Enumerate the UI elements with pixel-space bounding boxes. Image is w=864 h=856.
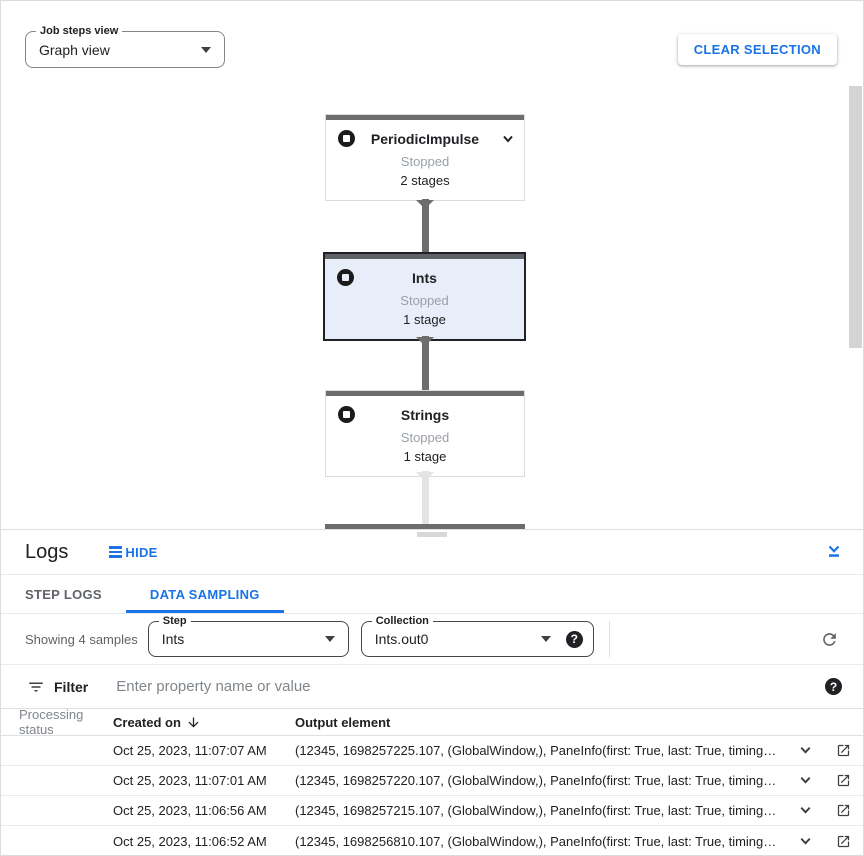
created-on-cell: Oct 25, 2023, 11:07:01 AM [113, 773, 267, 788]
node-top-bar [326, 391, 524, 396]
node-stages: 2 stages [400, 173, 450, 188]
partially-visible-node [325, 524, 525, 529]
job-steps-view-label: Job steps view [36, 24, 123, 38]
job-steps-view-value: Graph view [39, 41, 110, 58]
node-top-bar [325, 254, 524, 259]
node-status: Stopped [400, 293, 449, 308]
sort-descending-icon[interactable] [186, 715, 201, 730]
stopped-status-icon [338, 406, 355, 423]
dropdown-arrow-icon [201, 46, 211, 53]
node-title: PeriodicImpulse [370, 131, 480, 147]
job-steps-view-select[interactable]: Job steps view Graph view [25, 24, 225, 68]
refresh-icon[interactable] [818, 628, 841, 651]
col-processing-status: Processing status [19, 707, 84, 737]
col-output-element: Output element [295, 714, 391, 730]
edge-arrow-icon [416, 472, 434, 481]
node-title: Ints [412, 270, 437, 286]
logs-tabs: STEP LOGS DATA SAMPLING [1, 575, 863, 614]
graph-edge [422, 471, 429, 524]
collection-select[interactable]: Collection Ints.out0 ? [360, 614, 594, 657]
hide-logs-label: HIDE [125, 544, 158, 560]
graph-edge [422, 199, 429, 253]
node-status: Stopped [400, 430, 450, 445]
table-row[interactable]: Oct 25, 2023, 11:06:56 AM (12345, 169825… [1, 796, 863, 826]
col-created-on: Created on [113, 714, 181, 730]
tab-step-logs[interactable]: STEP LOGS [25, 586, 102, 602]
divider [608, 621, 610, 657]
output-element-cell: (12345, 1698256810.107, (GlobalWindow,),… [295, 833, 777, 849]
collection-help-icon[interactable]: ? [565, 630, 583, 648]
logs-panel-title: Logs [25, 540, 69, 563]
table-header: Processing status Created on Output elem… [1, 707, 863, 737]
open-in-new-icon[interactable] [836, 803, 851, 818]
node-stages: 1 stage [403, 312, 446, 327]
step-select-value: Ints [161, 631, 185, 647]
created-on-cell: Oct 25, 2023, 11:06:52 AM [113, 833, 267, 849]
expand-row-icon[interactable] [797, 772, 814, 789]
stopped-status-icon [337, 269, 354, 286]
table-row[interactable]: Oct 25, 2023, 11:07:01 AM (12345, 169825… [1, 766, 863, 796]
graph-edge [422, 336, 429, 390]
expand-row-icon[interactable] [797, 833, 814, 850]
sample-count-text: Showing 4 samples [25, 631, 138, 647]
dropdown-arrow-icon [324, 636, 335, 642]
open-in-new-icon[interactable] [836, 834, 851, 849]
job-graph-canvas: PeriodicImpulse Stopped 2 stages Ints St… [1, 86, 863, 529]
output-element-cell: (12345, 1698257220.107, (GlobalWindow,),… [295, 773, 777, 788]
filter-icon [29, 682, 43, 691]
tab-data-sampling[interactable]: DATA SAMPLING [125, 575, 284, 613]
logs-panel: Logs HIDE STEP LOGS DATA SAMPLING Showin… [1, 529, 863, 855]
stopped-status-icon [338, 130, 355, 147]
created-on-cell: Oct 25, 2023, 11:07:07 AM [113, 743, 267, 758]
open-in-new-icon[interactable] [836, 773, 851, 788]
step-select[interactable]: Step Ints [147, 614, 349, 657]
clear-selection-button[interactable]: CLEAR SELECTION [677, 34, 837, 65]
hide-logs-button[interactable]: HIDE [109, 545, 157, 560]
step-select-label: Step [158, 614, 191, 628]
panel-resize-handle[interactable] [417, 532, 447, 537]
hide-logs-icon [109, 546, 123, 558]
table-row[interactable]: Oct 25, 2023, 11:07:07 AM (12345, 169825… [1, 736, 863, 766]
output-element-cell: (12345, 1698257225.107, (GlobalWindow,),… [295, 743, 777, 758]
expand-node-icon[interactable] [500, 131, 516, 147]
collection-select-value: Ints.out0 [374, 631, 429, 647]
table-row[interactable]: Oct 25, 2023, 11:06:52 AM (12345, 169825… [1, 826, 863, 855]
node-status: Stopped [400, 154, 450, 169]
node-title: Strings [400, 407, 450, 423]
graph-scrollbar-thumb[interactable] [849, 86, 862, 348]
collapse-panel-icon[interactable] [825, 542, 843, 563]
expand-row-icon[interactable] [797, 802, 814, 819]
edge-arrow-icon [416, 337, 434, 346]
filter-help-icon[interactable]: ? [825, 678, 842, 695]
output-element-cell: (12345, 1698257215.107, (GlobalWindow,),… [295, 803, 777, 818]
node-stages: 1 stage [403, 449, 447, 464]
filter-label: Filter [54, 678, 89, 695]
filter-input[interactable] [116, 678, 825, 695]
created-on-cell: Oct 25, 2023, 11:06:56 AM [113, 803, 267, 818]
node-top-bar [326, 115, 524, 120]
collection-select-label: Collection [371, 614, 433, 628]
dropdown-arrow-icon [540, 636, 551, 642]
edge-arrow-icon [416, 200, 434, 209]
graph-node-strings[interactable]: Strings Stopped 1 stage [325, 390, 525, 477]
expand-row-icon[interactable] [797, 742, 814, 759]
graph-node-ints[interactable]: Ints Stopped 1 stage [323, 252, 526, 341]
graph-node-periodicimpulse[interactable]: PeriodicImpulse Stopped 2 stages [325, 114, 525, 201]
open-in-new-icon[interactable] [836, 743, 851, 758]
